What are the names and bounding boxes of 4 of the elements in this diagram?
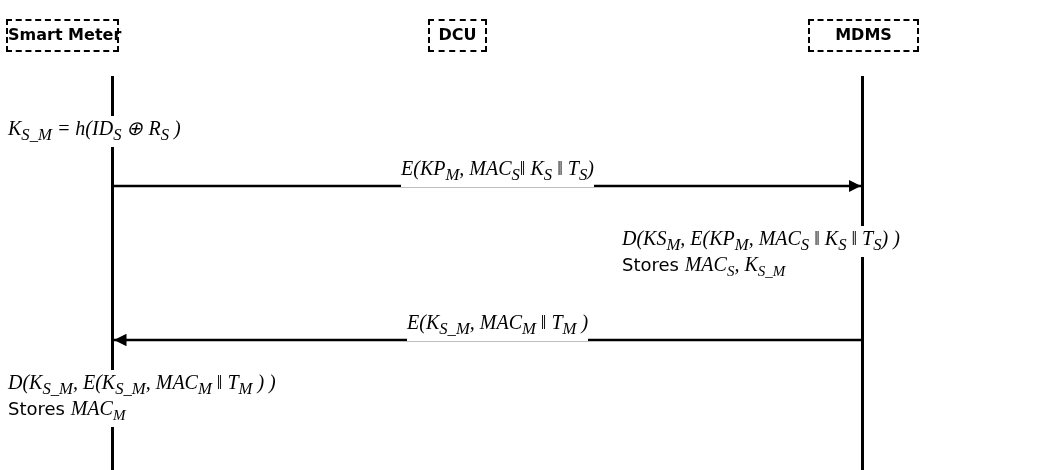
lifeline: [861, 76, 864, 470]
formula-text: K$_{S_M}$ = h(ID$_{S}$ ⊕ R$_{S}$ ): [8, 116, 181, 147]
participant-box: DCU: [428, 19, 487, 52]
participant-box: MDMS: [808, 19, 919, 52]
